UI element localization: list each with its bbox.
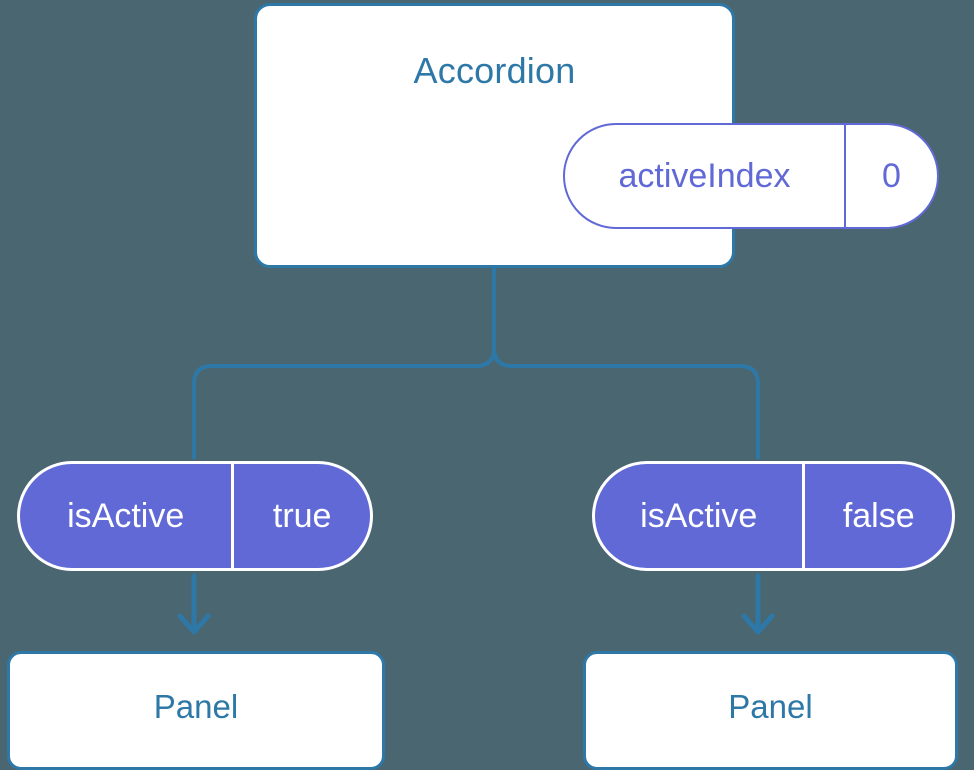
prop-pill-active-index[interactable]: activeIndex 0 bbox=[563, 123, 939, 229]
prop-pill-value: false bbox=[802, 464, 952, 568]
prop-pill-key: isActive bbox=[640, 497, 758, 535]
accordion-component-card[interactable]: Accordion activeIndex 0 bbox=[254, 3, 939, 268]
panel-component-card-left[interactable]: Panel bbox=[7, 651, 385, 770]
prop-pill-key: isActive bbox=[67, 497, 185, 535]
prop-pill-is-active-true[interactable]: isActive true bbox=[17, 461, 373, 571]
panel-title: Panel bbox=[153, 687, 239, 725]
prop-pill-is-active-false[interactable]: isActive false bbox=[592, 461, 955, 571]
accordion-title: Accordion bbox=[413, 50, 576, 91]
connector-branch-left bbox=[192, 347, 496, 459]
panel-title: Panel bbox=[728, 687, 813, 725]
panel-component-card-right[interactable]: Panel bbox=[583, 651, 958, 770]
prop-pill-value: 0 bbox=[843, 125, 937, 227]
connector-branch-right bbox=[492, 347, 760, 459]
arrow-down-icon-right bbox=[741, 573, 775, 635]
prop-pill-value: true bbox=[231, 464, 370, 568]
arrow-down-icon-left bbox=[177, 573, 211, 635]
prop-pill-key: activeIndex bbox=[618, 157, 791, 195]
